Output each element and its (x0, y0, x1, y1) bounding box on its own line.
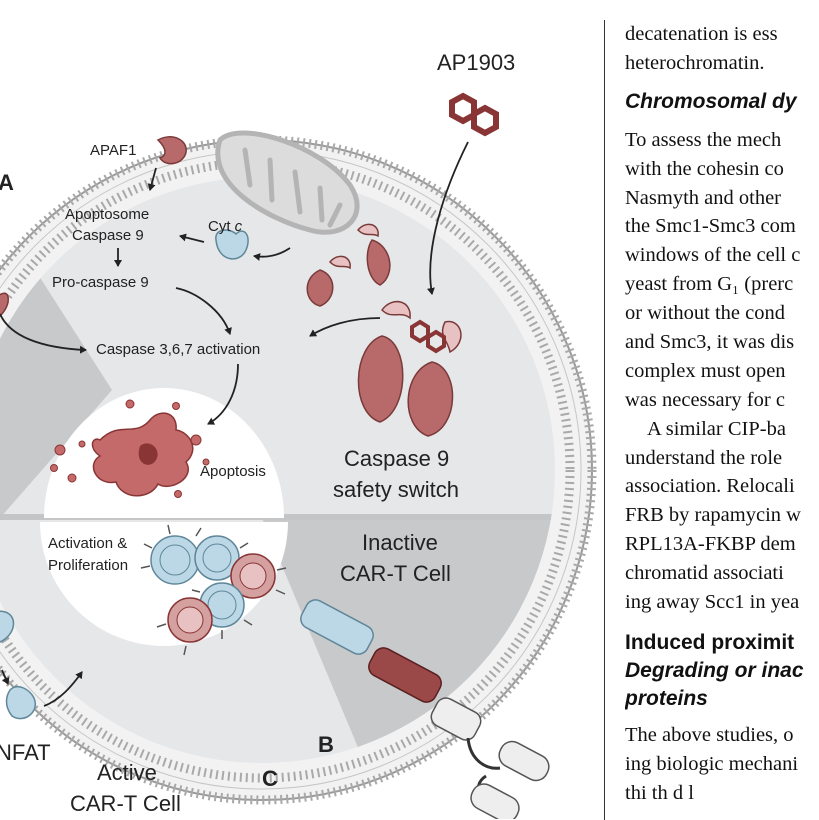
label-switch-line2: safety switch (333, 477, 459, 502)
article-column: decatenation is ess heterochromatin. Chr… (625, 20, 819, 819)
label-inactive-line1: Inactive (362, 530, 438, 555)
label-ap1903: AP1903 (437, 50, 515, 75)
label-activation-line1: Activation & (48, 535, 127, 552)
article-line: FRB by rapamycin w (625, 504, 801, 527)
section-heading-chromosomal: Chromosomal dy (625, 89, 797, 113)
label-apaf1: APAF1 (90, 142, 136, 159)
article-line: A similar CIP-ba (647, 417, 786, 440)
article-line: The above studies, o (625, 723, 794, 746)
panel-letter-a: A (0, 170, 14, 195)
panel-letter-b: B (318, 732, 334, 757)
article-line: Nasmyth and other (625, 186, 781, 209)
label-active-line2: CAR-T Cell (70, 791, 181, 816)
nfat-protein-icon (5, 686, 37, 720)
article-line: To assess the mech (625, 128, 782, 151)
label-caspase9: Caspase 9 (72, 227, 144, 244)
article-line: complex must open (625, 359, 786, 382)
car-receptor-icon (300, 599, 550, 819)
label-caspase-activation: Caspase 3,6,7 activation (96, 341, 260, 358)
article-line: and Smc3, it was dis (625, 331, 795, 354)
label-cyt-c: Cyt c (208, 218, 243, 235)
label-switch-line1: Caspase 9 (344, 446, 449, 471)
article-line: was necessary for c (625, 388, 785, 411)
label-apoptosis: Apoptosis (200, 463, 266, 480)
label-pro-caspase9: Pro-caspase 9 (52, 274, 149, 291)
label-active-line1: Active (97, 760, 157, 785)
article-line: ing away Scc1 in yea (625, 591, 800, 614)
section-heading-degrading: Degrading or inac (625, 658, 804, 682)
apoptotic-cell-icon (50, 399, 210, 498)
apaf1-protein-icon (156, 136, 187, 165)
ap1903-molecule-icon (449, 92, 499, 137)
partial-protein-left-icon (0, 292, 9, 317)
label-activation-line2: Proliferation (48, 557, 128, 574)
article-line: ing biologic mechani (625, 752, 799, 775)
paragraph-1: To assess the mech with the cohesin co Nas… (625, 126, 819, 415)
article-line: the Smc1-Smc3 com (625, 215, 796, 238)
panel-letter-c: C (262, 766, 278, 791)
pathway-arrows (0, 141, 469, 707)
article-line: thi th d l (625, 781, 694, 804)
label-nfat: NFAT (0, 740, 51, 765)
article-line: chromatid associati (625, 562, 784, 585)
article-line: decatenation is ess (625, 23, 778, 45)
cytochrome-c-icon (215, 229, 249, 260)
dimerized-caspase9-icon (357, 300, 462, 437)
article-line: RPL13A-FKBP dem (625, 533, 796, 556)
article-line: windows of the cell c (625, 244, 801, 267)
article-line: heterochromatin. (625, 51, 765, 74)
car-t-safety-switch-diagram: AP1903 APAF1 Apoptosome Caspase 9 Cyt c … (0, 50, 597, 819)
label-cyt-c-prefix: Cyt (208, 218, 235, 235)
section-heading-proteins: proteins (625, 686, 708, 710)
caspase9-monomers-icon (306, 223, 391, 307)
article-line: with the cohesin co (625, 157, 784, 180)
article-line: association. Relocali (625, 475, 795, 498)
section-heading-induced-proximity: Induced proximit (625, 630, 795, 654)
article-line: understand the role (625, 446, 783, 469)
article-line: yeast from G₁ (prerc (625, 273, 794, 296)
label-apoptosome: Apoptosome (65, 206, 149, 223)
paragraph-2: A similar CIP-ba understand the role assoc… (625, 415, 819, 617)
paragraph-3: The above studies, o ing biologic mechani… (625, 721, 819, 808)
partial-blue-protein-left-icon (0, 610, 15, 643)
mitochondrion-icon (215, 130, 360, 235)
car-t-cells-cluster-icon (140, 524, 287, 656)
label-inactive-line2: CAR-T Cell (340, 561, 451, 586)
label-cyt-c-italic: c (235, 218, 243, 235)
article-line: or without the cond (625, 302, 785, 325)
column-divider (604, 20, 605, 820)
